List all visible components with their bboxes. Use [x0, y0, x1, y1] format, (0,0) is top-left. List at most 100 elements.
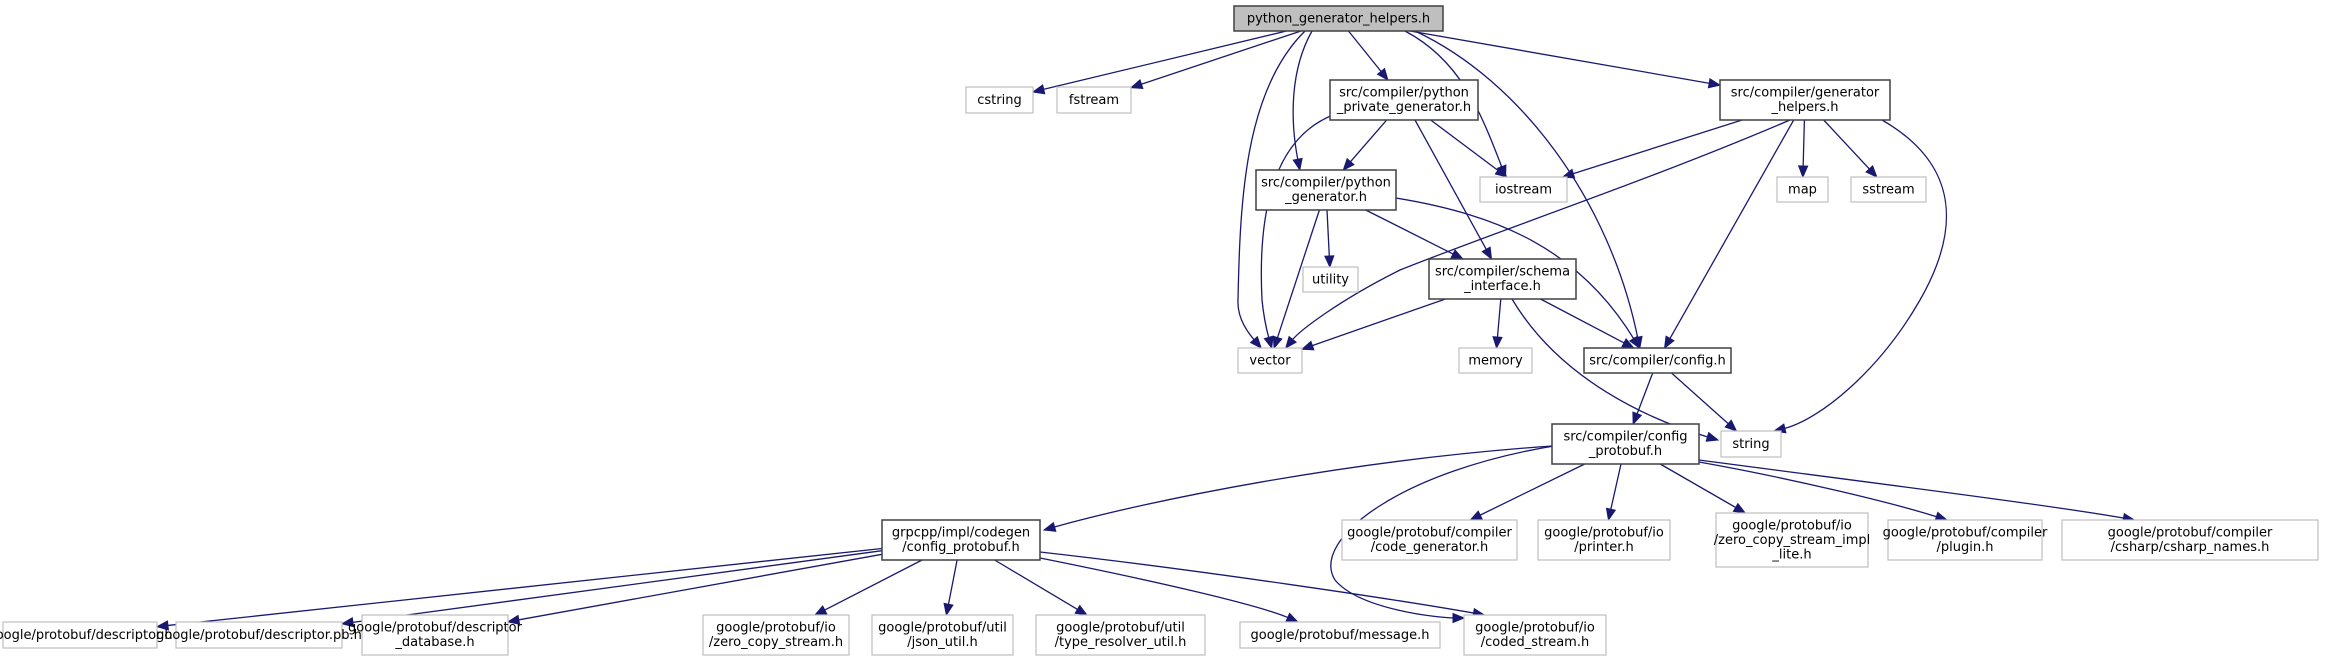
edge-grpcpp-config-protobuf-to-descriptor	[155, 547, 883, 631]
node-python-generator-label: _generator.h	[1284, 190, 1367, 205]
node-utility-box	[1302, 266, 1359, 293]
edge-root-to-fstream-line	[1139, 30, 1302, 86]
node-descriptor-database-box	[361, 614, 509, 656]
node-iostream: iostream	[1479, 176, 1568, 203]
edge-python-private-generator-to-python-generator-arrowhead	[1342, 157, 1355, 171]
node-map-label: map	[1788, 182, 1817, 197]
edge-generator-helpers-to-sstream-arrowhead	[1865, 165, 1878, 178]
edge-generator-helpers-to-map	[1797, 119, 1809, 179]
edge-root-to-python-generator-arrowhead	[1292, 157, 1303, 172]
node-coded-stream-label: /coded_stream.h	[1481, 635, 1589, 650]
node-printer-label: /printer.h	[1574, 540, 1633, 555]
node-python-private-generator-label: _private_generator.h	[1336, 100, 1471, 115]
node-generator-helpers-box	[1719, 79, 1891, 121]
edge-grpcpp-config-protobuf-to-message-arrowhead	[1285, 612, 1299, 623]
edge-root-to-config-line	[1414, 30, 1639, 340]
node-config-protobuf-src-box	[1551, 423, 1700, 465]
node-printer-box	[1537, 519, 1671, 561]
edge-grpcpp-config-protobuf-to-zero-copy-stream-line	[822, 559, 923, 612]
node-descriptor-database-label: google/protobuf/descriptor	[348, 621, 523, 636]
edge-schema-interface-to-vector-line	[1310, 298, 1446, 347]
node-descriptor-label: google/protobuf/descriptor.h	[0, 628, 173, 643]
node-python-private-generator[interactable]: src/compiler/python_private_generator.h	[1329, 79, 1479, 121]
node-descriptor-pb: google/protobuf/descriptor.pb.h	[156, 621, 362, 649]
edge-generator-helpers-to-vector-line	[1290, 119, 1791, 342]
node-vector-box	[1237, 347, 1303, 374]
node-csharp-names: google/protobuf/compiler/csharp/csharp_n…	[2061, 519, 2319, 561]
node-csharp-names-box	[2061, 519, 2319, 561]
node-string: string	[1720, 430, 1782, 458]
edge-grpcpp-config-protobuf-to-type-resolver-util-line	[994, 559, 1080, 611]
node-root[interactable]: python_generator_helpers.h	[1233, 5, 1444, 32]
edge-config-protobuf-src-to-grpcpp-config-protobuf	[1042, 445, 1553, 532]
node-config-protobuf-src[interactable]: src/compiler/config_protobuf.h	[1551, 423, 1700, 465]
node-code-generator-label: /code_generator.h	[1371, 540, 1489, 555]
node-config-label: src/compiler/config.h	[1589, 353, 1725, 368]
node-utility-label: utility	[1312, 272, 1349, 287]
edge-grpcpp-config-protobuf-to-message-line	[1039, 557, 1290, 619]
edge-grpcpp-config-protobuf-to-descriptor-line	[165, 547, 883, 627]
node-json-util: google/protobuf/util/json_util.h	[871, 614, 1014, 656]
node-coded-stream-label: google/protobuf/io	[1475, 621, 1595, 636]
node-descriptor-box	[2, 621, 158, 649]
edge-config-protobuf-src-to-coded-stream-arrowhead	[1452, 612, 1466, 624]
node-grpcpp-config-protobuf-label: grpcpp/impl/codegen	[892, 526, 1030, 541]
node-coded-stream: google/protobuf/io/coded_stream.h	[1463, 614, 1607, 656]
edge-config-protobuf-src-to-printer-line	[1609, 463, 1622, 512]
edge-python-generator-to-config-arrowhead	[1628, 335, 1641, 350]
node-json-util-box	[871, 614, 1014, 656]
node-zero-copy-stream-impl-lite-label: _lite.h	[1771, 547, 1811, 562]
edge-python-generator-to-utility	[1324, 209, 1335, 269]
edge-python-generator-to-schema-interface-arrowhead	[1450, 249, 1465, 260]
node-python-private-generator-box	[1329, 79, 1479, 121]
edge-generator-helpers-to-iostream-line	[1571, 119, 1743, 175]
edge-generator-helpers-to-config-arrowhead	[1663, 335, 1675, 350]
node-grpcpp-config-protobuf[interactable]: grpcpp/impl/codegen/config_protobuf.h	[881, 519, 1041, 561]
edge-grpcpp-config-protobuf-to-zero-copy-stream-arrowhead	[813, 605, 828, 616]
node-type-resolver-util-box	[1035, 614, 1206, 656]
node-python-generator[interactable]: src/compiler/python_generator.h	[1255, 169, 1397, 211]
node-json-util-label: google/protobuf/util	[878, 621, 1007, 636]
node-printer: google/protobuf/io/printer.h	[1537, 519, 1671, 561]
edge-root-to-generator-helpers-line	[1409, 30, 1712, 85]
node-python-generator-box	[1255, 169, 1397, 211]
node-code-generator: google/protobuf/compiler/code_generator.…	[1341, 519, 1518, 561]
edge-config-protobuf-src-to-plugin-line	[1698, 461, 1939, 518]
edge-generator-helpers-to-config-line	[1668, 119, 1795, 341]
edge-generator-helpers-to-sstream	[1823, 119, 1878, 178]
edge-root-to-cstring-line	[1041, 30, 1287, 91]
edges-layer	[155, 30, 2136, 631]
node-config[interactable]: src/compiler/config.h	[1583, 347, 1732, 374]
edge-python-private-generator-to-python-generator	[1342, 119, 1388, 171]
edge-root-to-python-generator	[1292, 30, 1313, 172]
node-zero-copy-stream-impl-lite-label: google/protobuf/io	[1732, 518, 1852, 533]
node-generator-helpers[interactable]: src/compiler/generator_helpers.h	[1719, 79, 1891, 121]
edge-schema-interface-to-vector	[1300, 298, 1446, 351]
edge-python-private-generator-to-schema-interface-arrowhead	[1481, 246, 1493, 261]
node-descriptor-database-label: _database.h	[394, 635, 474, 650]
edge-grpcpp-config-protobuf-to-descriptor-pb	[340, 550, 883, 628]
edge-root-to-python-private-generator-line	[1347, 30, 1383, 74]
node-memory-label: memory	[1468, 353, 1523, 368]
node-zero-copy-stream-impl-lite: google/protobuf/io/zero_copy_stream_impl…	[1714, 512, 1870, 568]
node-cstring-label: cstring	[977, 93, 1021, 108]
edge-python-private-generator-to-vector-line	[1260, 114, 1334, 340]
edge-grpcpp-config-protobuf-to-type-resolver-util-arrowhead	[1074, 604, 1089, 616]
edge-grpcpp-config-protobuf-to-coded-stream-line	[1039, 551, 1476, 615]
node-config-box	[1583, 347, 1732, 374]
edge-config-protobuf-src-to-coded-stream	[1330, 444, 1561, 624]
node-schema-interface[interactable]: src/compiler/schema_interface.h	[1428, 258, 1577, 300]
edge-root-to-python-private-generator-arrowhead	[1376, 67, 1389, 82]
node-plugin-box	[1887, 519, 2043, 561]
node-sstream-label: sstream	[1862, 182, 1914, 197]
node-map: map	[1776, 176, 1829, 203]
edge-root-to-fstream	[1129, 30, 1302, 90]
edge-config-to-config-protobuf-src-line	[1635, 372, 1654, 416]
node-csharp-names-label: /csharp/csharp_names.h	[2111, 540, 2270, 555]
edge-grpcpp-config-protobuf-to-coded-stream	[1039, 551, 1486, 619]
edge-generator-helpers-to-vector	[1284, 119, 1791, 350]
edge-config-protobuf-src-to-printer-arrowhead	[1605, 507, 1617, 522]
node-string-box	[1720, 430, 1782, 458]
edge-root-to-fstream-arrowhead	[1129, 79, 1144, 90]
